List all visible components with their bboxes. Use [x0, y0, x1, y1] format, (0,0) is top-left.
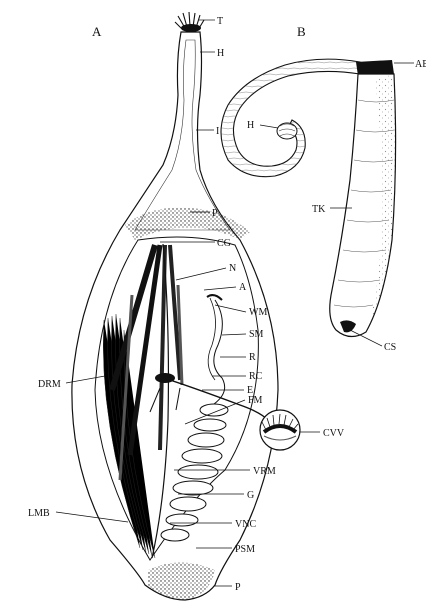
label-RC: RC [249, 371, 263, 382]
panel-b-label: B [297, 24, 306, 39]
label-TK: TK [312, 204, 326, 215]
label-WM: WM [249, 307, 267, 318]
label-P-top: P [212, 208, 218, 219]
label-P-bottom: P [235, 582, 241, 593]
introvert-head [277, 123, 297, 139]
label-PSM: PSM [235, 544, 255, 555]
label-T: T [217, 16, 223, 27]
label-DRM: DRM [38, 379, 61, 390]
label-FM: FM [248, 395, 263, 406]
label-CS: CS [384, 342, 396, 353]
label-SM: SM [249, 329, 264, 340]
label-VNC: VNC [235, 519, 256, 530]
panel-b: B AB H TK CS [221, 24, 426, 353]
gut-coils [161, 404, 228, 541]
label-R: R [249, 352, 256, 363]
label-VRM: VRM [253, 466, 276, 477]
label-AB: AB [415, 59, 426, 70]
label-H-b: H [247, 120, 254, 131]
label-N: N [229, 263, 236, 274]
tentacle-base [181, 24, 201, 32]
label-CVV: CVV [323, 428, 345, 439]
label-LMB: LMB [28, 508, 50, 519]
label-G: G [247, 490, 254, 501]
retractor-muscles [112, 245, 182, 480]
label-CG: CG [217, 238, 231, 249]
panel-a: A [28, 12, 345, 600]
wing-muscle [207, 295, 222, 300]
label-I: I [216, 126, 219, 137]
panel-a-label: A [92, 24, 102, 39]
label-H: H [217, 48, 224, 59]
label-A: A [239, 282, 247, 293]
esophagus-ring [155, 373, 175, 383]
cvv-inset [260, 410, 300, 450]
